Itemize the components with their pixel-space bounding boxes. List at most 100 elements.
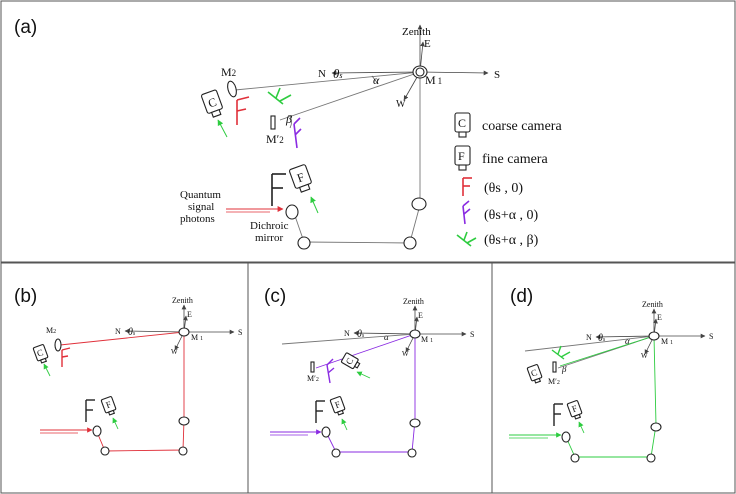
d-south-label: S bbox=[709, 332, 713, 341]
mirror-right-upper bbox=[411, 197, 427, 211]
d-north-axis bbox=[595, 334, 655, 340]
west-label: W bbox=[396, 99, 406, 110]
alpha-arc bbox=[371, 75, 379, 85]
c-gray-beam bbox=[281, 333, 416, 345]
d-green-beam bbox=[559, 335, 657, 458]
d-mirror-m1 bbox=[648, 331, 660, 341]
b-red-beam bbox=[59, 331, 185, 452]
legend-coarse-letter: C bbox=[458, 116, 466, 130]
c-m2-prime-label: Mʹ2 bbox=[307, 374, 319, 383]
d-mirror-right bbox=[650, 422, 662, 432]
c-alpha-label: α bbox=[384, 332, 389, 342]
signal-label-1: Quantum bbox=[180, 189, 221, 201]
dichroic-label-2: mirror bbox=[255, 232, 283, 244]
b-mirror-bottom-right bbox=[178, 446, 188, 456]
d-mirror-bottom-left bbox=[570, 453, 580, 463]
fine-camera-letter: F bbox=[295, 170, 306, 186]
c-north-label: N bbox=[344, 329, 350, 338]
beta-label: β bbox=[285, 112, 292, 126]
legend-coarse-text: coarse camera bbox=[482, 119, 562, 134]
c-coarse-camera: C bbox=[340, 352, 361, 370]
m2-prime-label: Mʹ2 bbox=[266, 132, 284, 146]
c-west-label: W bbox=[402, 350, 409, 358]
d-north-label: N bbox=[586, 333, 592, 342]
fine-camera-green-arrow bbox=[310, 196, 319, 214]
mirror-bottom-right bbox=[403, 236, 417, 250]
legend-purple-text: (θs+α , 0) bbox=[484, 208, 539, 223]
d-gray-beam bbox=[524, 335, 655, 352]
c-dichroic bbox=[321, 426, 331, 438]
m2-label: M2 bbox=[221, 65, 236, 79]
d-beta-label: β bbox=[561, 364, 567, 374]
b-zenith-label: Zenith bbox=[172, 296, 193, 305]
c-coarse-green-arrow bbox=[356, 371, 371, 379]
legend-fine-letter: F bbox=[458, 149, 465, 163]
c-mirror-bottom-left bbox=[331, 448, 341, 458]
panel-b-frame bbox=[0, 262, 249, 494]
d-mirror-m2-prime bbox=[552, 361, 557, 373]
c-black-f-mark bbox=[315, 400, 325, 423]
d-coarse-letter: C bbox=[530, 367, 539, 378]
panel-d-label: (d) bbox=[510, 286, 533, 307]
d-theta-label: θs bbox=[598, 333, 606, 344]
red-f-mark bbox=[236, 96, 250, 125]
signal-label-3: photons bbox=[180, 213, 215, 225]
b-coarse-green-arrow bbox=[43, 363, 51, 377]
legend-green-f bbox=[456, 231, 477, 247]
beam-m1-to-m2 bbox=[234, 71, 421, 91]
south-label: S bbox=[494, 69, 500, 81]
c-fine-camera: F bbox=[329, 396, 346, 416]
b-fine-letter: F bbox=[105, 399, 113, 410]
mirror-m2-prime bbox=[270, 115, 276, 130]
d-m2-prime-label: Mʹ2 bbox=[548, 377, 560, 386]
b-mirror-m2 bbox=[54, 338, 62, 352]
c-mirror-m2-prime bbox=[310, 361, 315, 373]
d-mirror-bottom-right bbox=[646, 453, 656, 463]
d-dichroic bbox=[561, 431, 571, 443]
b-fine-green-arrow bbox=[112, 417, 119, 430]
b-mirror-bottom-left bbox=[100, 446, 110, 456]
d-fine-letter: F bbox=[571, 403, 579, 414]
c-zenith-label: Zenith bbox=[403, 297, 424, 306]
b-coarse-camera: C bbox=[32, 344, 49, 364]
panel-a-label: (a) bbox=[14, 17, 37, 38]
b-mirror-right bbox=[178, 416, 190, 426]
c-mirror-m1 bbox=[409, 329, 421, 339]
d-fine-camera: F bbox=[566, 400, 583, 420]
legend-red-f bbox=[462, 177, 472, 196]
panel-a-frame bbox=[0, 0, 736, 263]
b-m2-label: M2 bbox=[46, 326, 56, 335]
d-east-label: E bbox=[657, 313, 662, 322]
panel-d-frame bbox=[491, 262, 736, 494]
north-axis bbox=[331, 70, 421, 76]
c-theta-label: θs bbox=[357, 329, 365, 340]
b-coarse-letter: C bbox=[36, 347, 45, 358]
b-mirror-m1 bbox=[178, 327, 190, 337]
fine-camera: F bbox=[289, 164, 312, 193]
b-black-f-mark bbox=[85, 399, 95, 422]
north-label: N bbox=[318, 68, 326, 80]
c-purple-f-mark bbox=[326, 358, 335, 384]
b-north-label: N bbox=[115, 327, 121, 336]
dichroic-mirror bbox=[285, 204, 299, 220]
beta-arc bbox=[289, 115, 292, 129]
dichroic-label-1: Dichroic bbox=[250, 220, 289, 232]
legend-fine-icon: F bbox=[454, 145, 471, 171]
c-south-label: S bbox=[470, 330, 474, 339]
d-black-f-mark bbox=[553, 403, 563, 426]
d-green-f-mark bbox=[551, 345, 571, 360]
east-label: E bbox=[424, 38, 431, 50]
panel-b-label: (b) bbox=[14, 286, 37, 307]
mirror-bottom-left bbox=[297, 236, 311, 250]
signal-label-2: signal bbox=[188, 201, 214, 213]
c-fine-green-arrow bbox=[341, 418, 348, 431]
green-f-mark bbox=[267, 87, 292, 105]
coarse-camera: C bbox=[201, 89, 223, 118]
c-east-label: E bbox=[418, 311, 423, 320]
